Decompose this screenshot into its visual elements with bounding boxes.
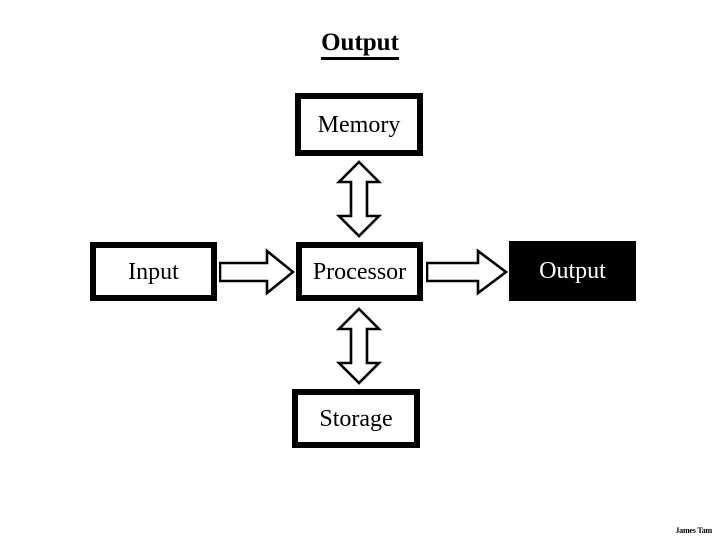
arrow-double-processor-to-storage-icon <box>336 307 382 385</box>
page-title-text: Output <box>321 29 399 60</box>
page-title: Output <box>0 29 720 60</box>
block-output[interactable]: Output <box>509 241 636 301</box>
block-input-label: Input <box>128 258 179 285</box>
block-storage[interactable]: Storage <box>292 389 420 448</box>
block-processor-label: Processor <box>312 258 407 285</box>
block-memory[interactable]: Memory <box>295 93 423 156</box>
arrow-double-memory-to-processor-icon <box>336 160 382 238</box>
author-credit: James Tam <box>675 526 712 535</box>
arrow-right-input-to-processor-icon <box>219 248 295 296</box>
block-storage-label: Storage <box>319 405 393 432</box>
block-processor[interactable]: Processor <box>296 242 423 301</box>
arrow-right-processor-to-output-icon <box>426 248 508 296</box>
block-input[interactable]: Input <box>90 242 217 301</box>
block-memory-label: Memory <box>317 111 401 138</box>
block-output-label: Output <box>539 258 606 284</box>
